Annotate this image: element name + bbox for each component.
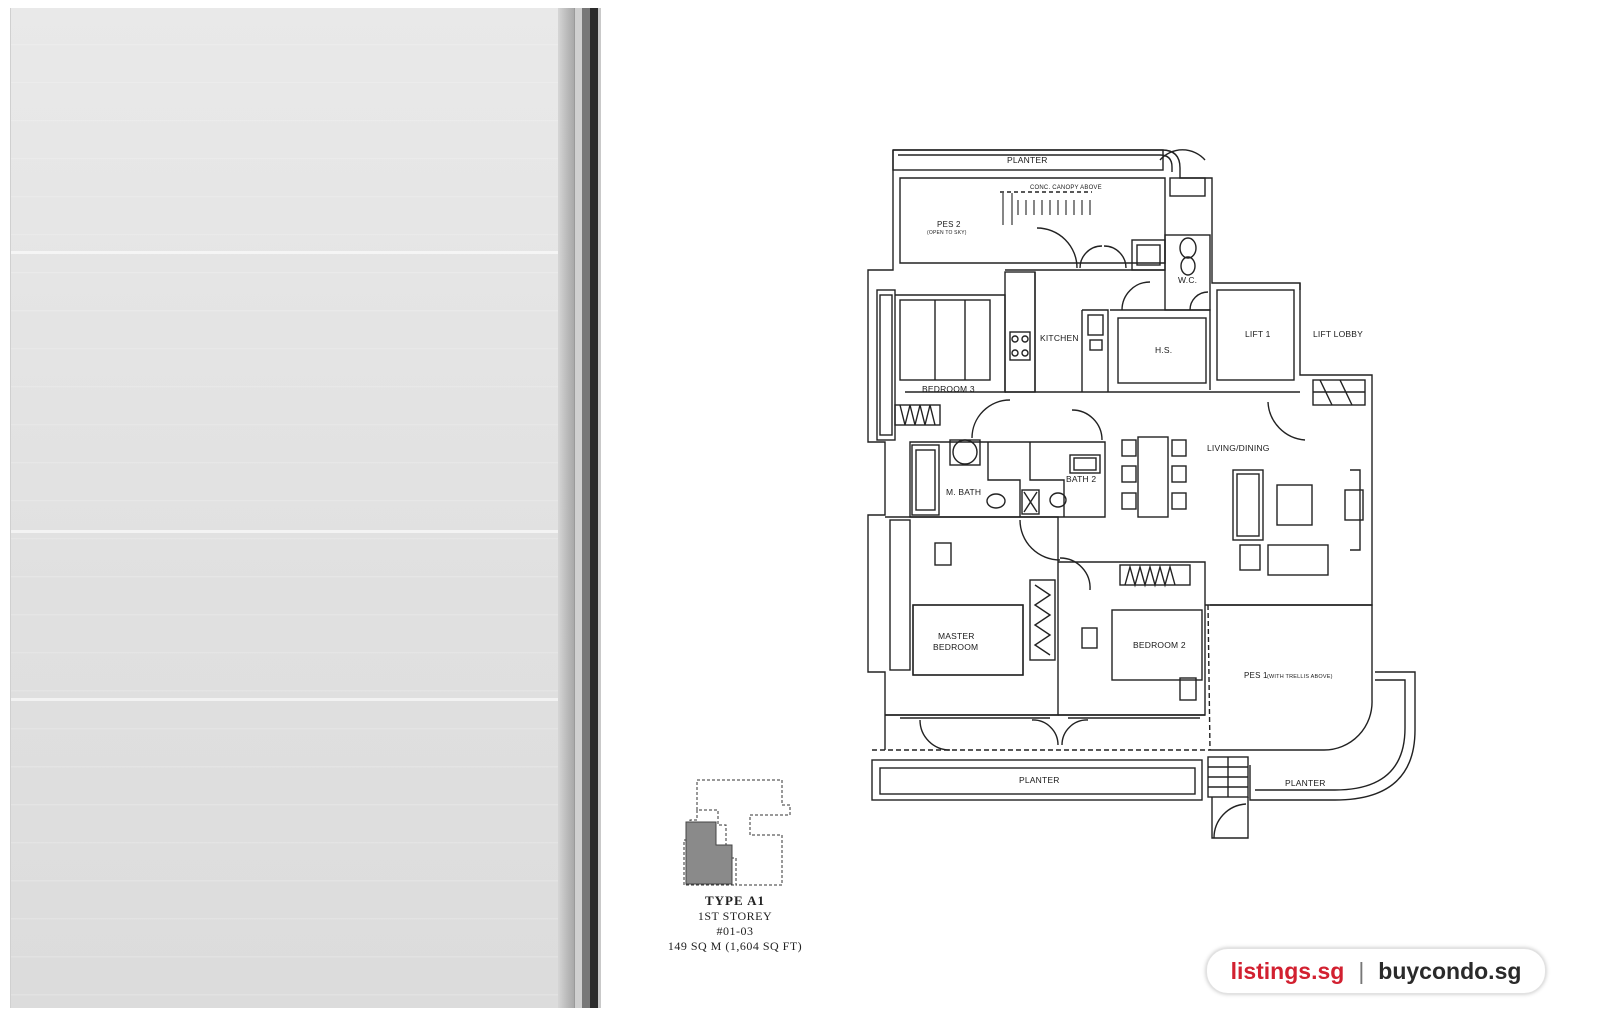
label-pes2-note: (OPEN TO SKY) xyxy=(927,230,967,236)
unit-info: TYPE A1 1ST STOREY #01-03 149 SQ M (1,60… xyxy=(650,893,820,954)
label-lift: LIFT 1 xyxy=(1245,329,1271,339)
unit-area: 149 SQ M (1,604 SQ FT) xyxy=(667,939,803,953)
book-spine-shadow xyxy=(582,8,590,1008)
book-spine-dark xyxy=(590,8,598,1008)
label-planter-right: PLANTER xyxy=(1285,778,1326,788)
book-spine xyxy=(558,8,574,1008)
label-pes1: PES 1 xyxy=(1244,671,1268,680)
label-m-bath: M. BATH xyxy=(946,487,981,497)
label-lift-lobby: LIFT LOBBY xyxy=(1313,329,1363,339)
label-hs: H.S. xyxy=(1155,345,1172,355)
book-spine-highlight xyxy=(598,8,601,1008)
label-bath-2: BATH 2 xyxy=(1066,474,1096,484)
label-planter-bottom: PLANTER xyxy=(1019,775,1060,785)
label-pes1-note: (WITH TRELLIS ABOVE) xyxy=(1267,674,1333,680)
book-spine-edge xyxy=(574,8,583,1008)
label-planter-top: PLANTER xyxy=(1007,155,1048,165)
label-pes2: PES 2 xyxy=(937,220,961,229)
label-living-dining: LIVING/DINING xyxy=(1207,443,1270,453)
label-wc: W.C. xyxy=(1178,275,1197,285)
label-bedroom-2: BEDROOM 2 xyxy=(1133,640,1186,650)
label-bedroom-3: BEDROOM 3 xyxy=(922,384,975,394)
scanned-blank-page xyxy=(10,8,559,1008)
watermark-site-b: buycondo.sg xyxy=(1378,957,1522,984)
unit-number: #01-03 xyxy=(716,924,754,938)
watermark-site-a: listings.sg xyxy=(1230,957,1345,984)
watermark-badge: listings.sg | buycondo.sg xyxy=(1206,948,1546,994)
unit-storey: 1ST STOREY xyxy=(697,909,773,923)
label-canopy: CONC. CANOPY ABOVE xyxy=(1030,185,1102,191)
key-plan-unit-highlight xyxy=(685,821,733,885)
label-master-bedroom-2: BEDROOM xyxy=(933,642,978,652)
watermark-separator: | xyxy=(1358,957,1365,984)
label-master-bedroom-1: MASTER xyxy=(938,631,975,641)
unit-type: TYPE A1 xyxy=(704,893,766,908)
label-kitchen: KITCHEN xyxy=(1040,333,1079,343)
